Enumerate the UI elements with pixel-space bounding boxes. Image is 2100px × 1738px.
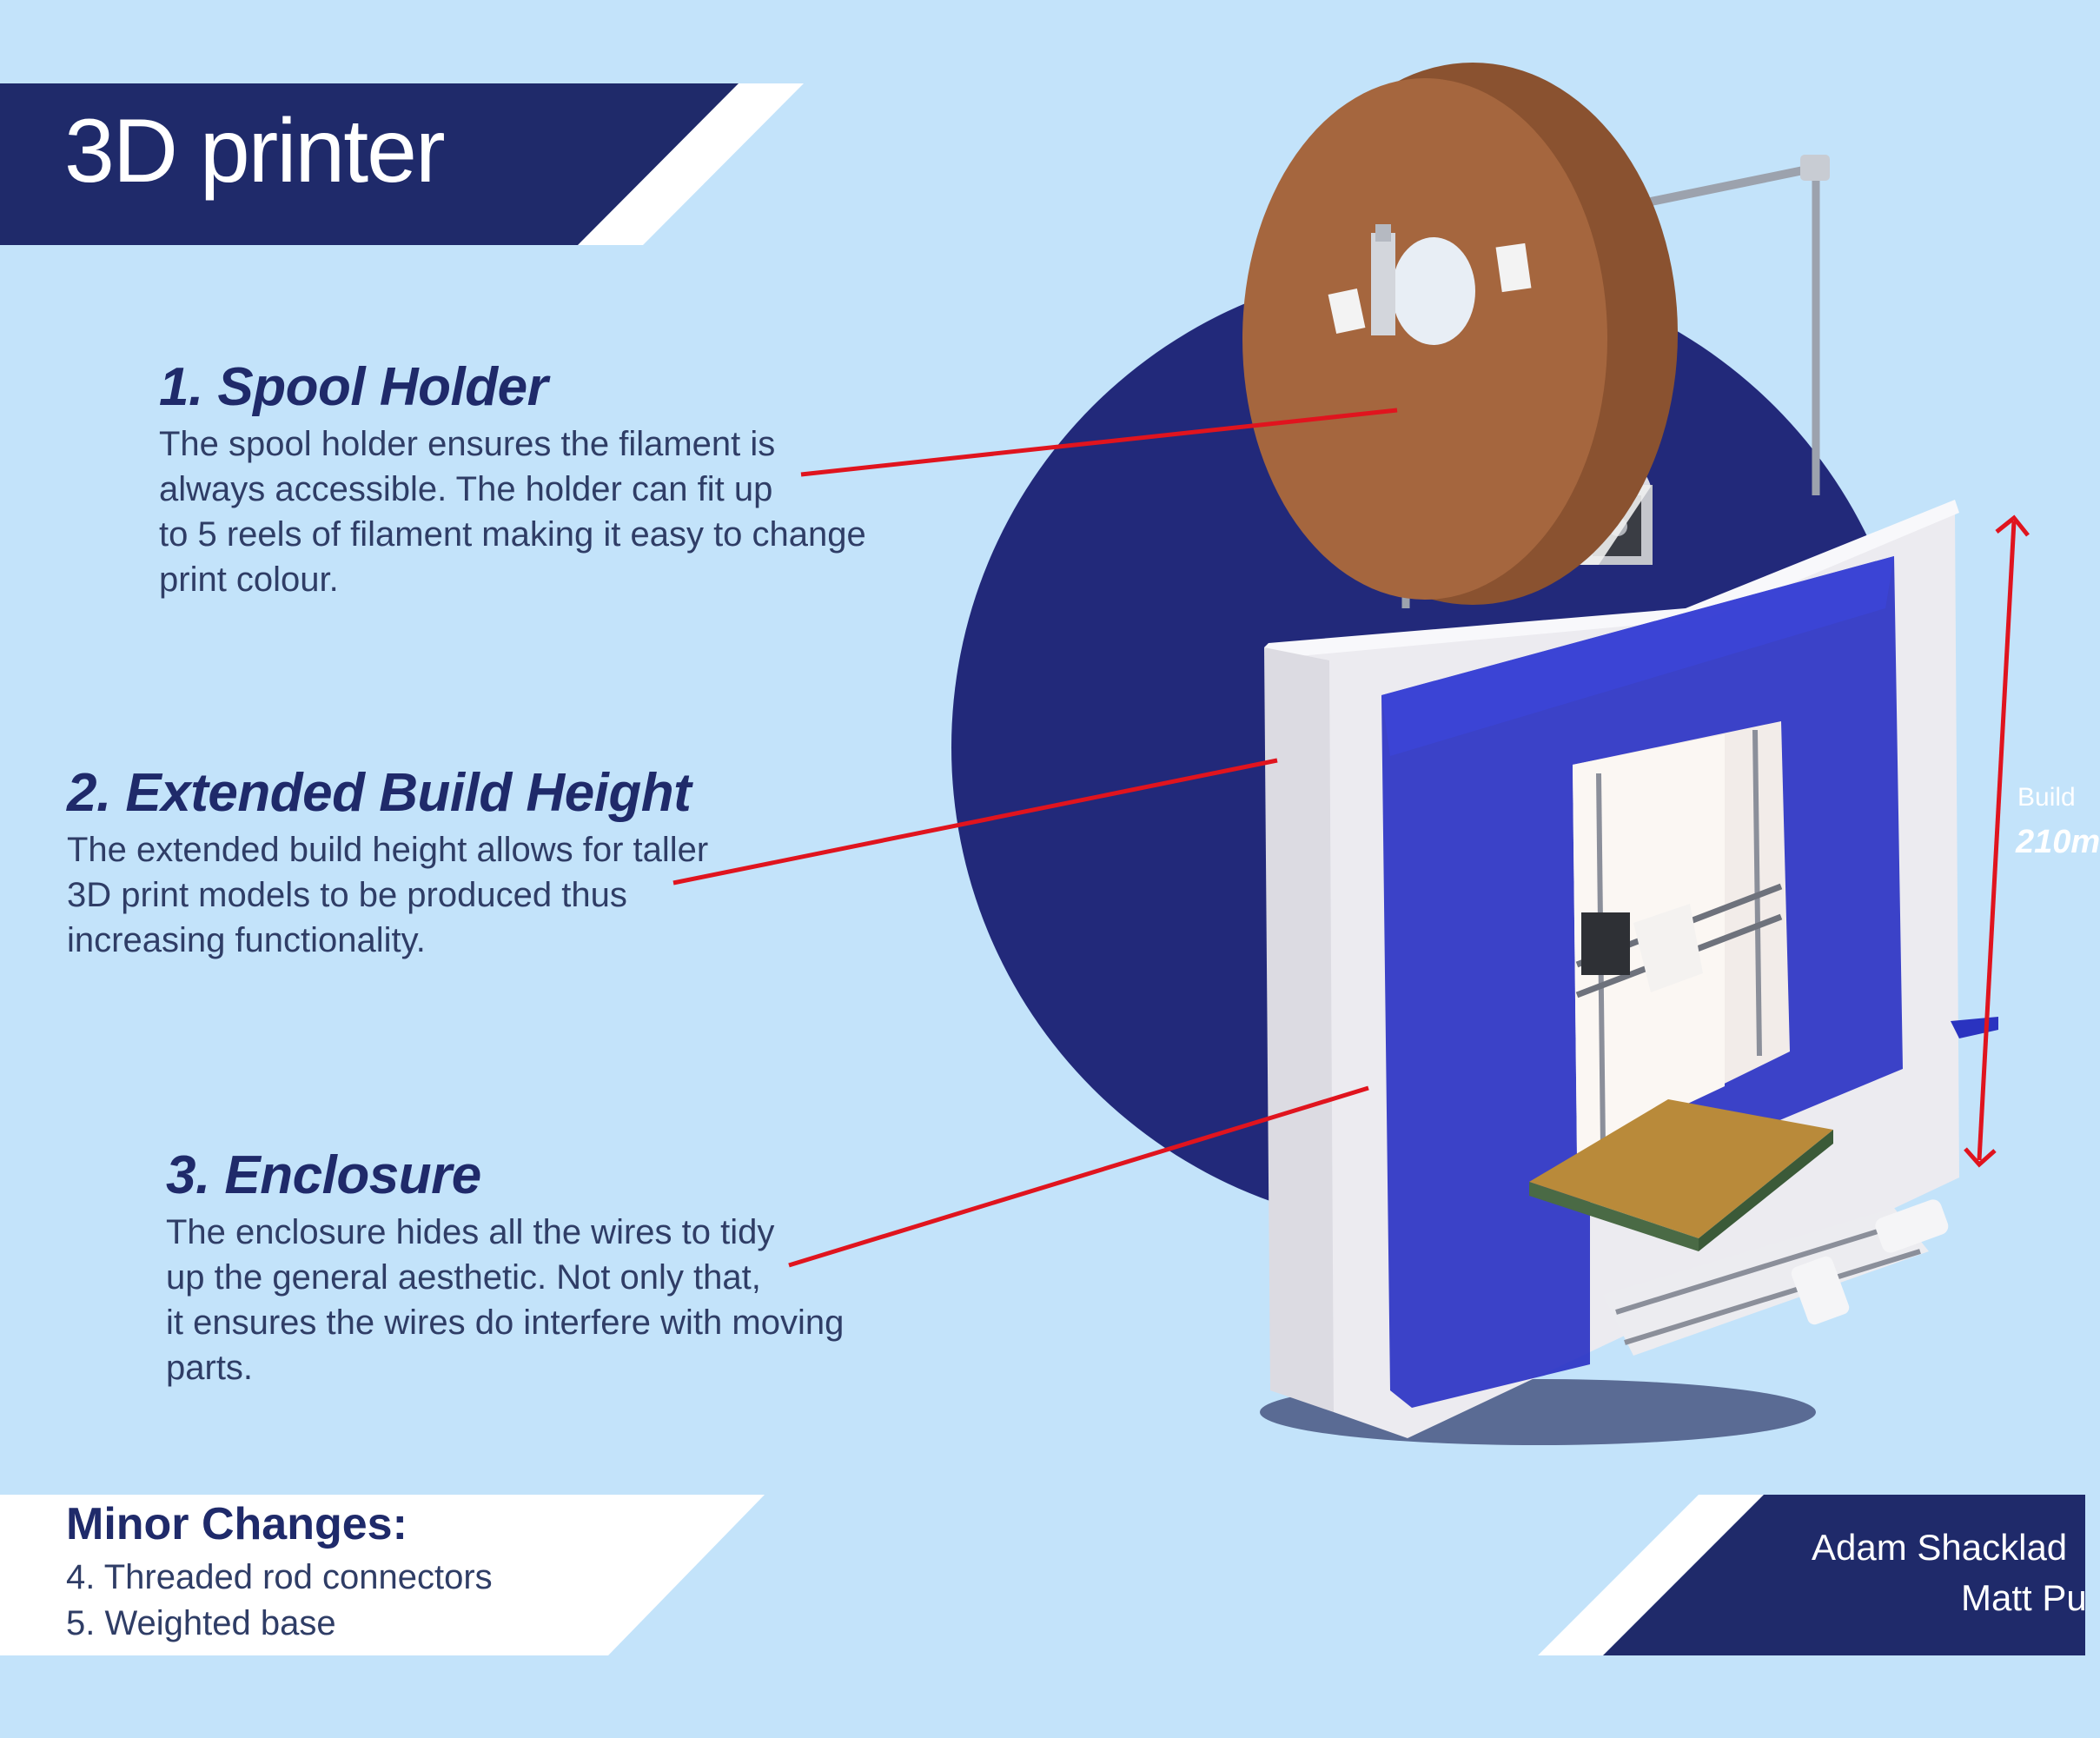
description-line: 3D print models to be produced thus xyxy=(67,876,627,914)
build-height-label: Build xyxy=(2017,783,2076,812)
header-white-stripe xyxy=(565,83,804,245)
description-line: increasing functionality. xyxy=(67,921,426,959)
description-line: always accessible. The holder can fit up xyxy=(159,470,773,508)
printer-illustration xyxy=(1242,63,1998,1445)
callout-line-spool-holder xyxy=(800,408,1398,477)
feature-heading: 1. Spool Holder xyxy=(159,357,548,417)
feature-description: The spool holder ensures the filament is… xyxy=(159,421,866,602)
minor-changes-heading: Minor Changes: xyxy=(66,1499,407,1549)
build-height-value: 210m xyxy=(2016,824,2100,860)
description-line: it ensures the wires do interfere with m… xyxy=(166,1304,845,1342)
minor-changes-banner xyxy=(0,1495,765,1655)
feature-enclosure: 3. Enclosure The enclosure hides all the… xyxy=(166,1149,844,1390)
description-line: The spool holder ensures the filament is xyxy=(159,425,776,463)
feature-heading: 2. Extended Build Height xyxy=(67,763,692,823)
credit-name: Matt Pu xyxy=(1961,1577,2087,1618)
callout-line-enclosure xyxy=(788,1085,1369,1268)
feature-spool-holder: 1. Spool Holder The spool holder ensures… xyxy=(159,361,866,602)
description-line: The enclosure hides all the wires to tid… xyxy=(166,1213,775,1251)
description-line: up the general aesthetic. Not only that, xyxy=(166,1258,761,1297)
feature-description: The extended build height allows for tal… xyxy=(67,827,708,963)
minor-change-item: 5. Weighted base xyxy=(66,1604,336,1642)
description-line: print colour. xyxy=(159,561,339,599)
credit-name: Adam Shacklad xyxy=(1812,1527,2068,1568)
description-line: parts. xyxy=(166,1349,254,1387)
description-line: The extended build height allows for tal… xyxy=(67,831,709,869)
feature-heading: 3. Enclosure xyxy=(166,1145,481,1205)
build-height-arrow xyxy=(1964,514,2030,1168)
feature-extended-build-height: 2. Extended Build Height The extended bu… xyxy=(67,766,708,963)
description-line: to 5 reels of filament making it easy to… xyxy=(159,515,866,554)
callout-line-build-height xyxy=(672,758,1278,886)
minor-change-item: 4. Threaded rod connectors xyxy=(66,1558,493,1596)
page-title: 3D printer xyxy=(64,101,446,202)
feature-description: The enclosure hides all the wires to tid… xyxy=(166,1210,844,1390)
header-banner xyxy=(0,83,739,245)
credits-white-stripe xyxy=(1538,1495,1764,1655)
credits-banner xyxy=(1603,1495,2085,1655)
